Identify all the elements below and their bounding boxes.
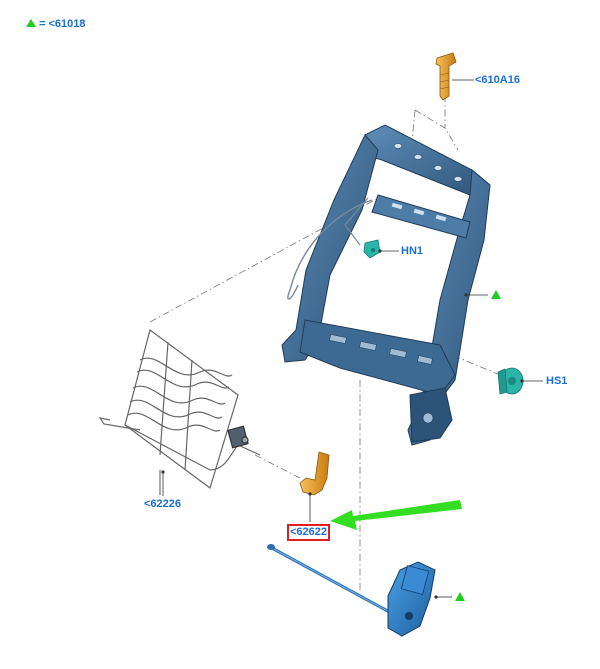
recliner-motor <box>267 544 465 637</box>
green-triangle-icon <box>26 19 36 27</box>
legend-equals: = <box>39 18 46 30</box>
leader-mat-to-bolt <box>254 454 301 479</box>
clip-hs1-icon <box>497 367 543 395</box>
seat-back-frame <box>281 124 491 446</box>
leader-bolt-top-b <box>411 109 416 143</box>
clip-hn1-icon <box>363 239 399 259</box>
frame-marker <box>464 290 501 299</box>
legend: = <61018 <box>26 18 86 31</box>
callout-62226[interactable]: <62226 <box>144 498 182 510</box>
callout-hn1[interactable]: HN1 <box>401 245 424 257</box>
callout-hs1[interactable]: HS1 <box>546 375 568 387</box>
bolt-62622-icon <box>299 451 330 522</box>
suspension-mat <box>98 328 261 495</box>
callout-610a16[interactable]: <610A16 <box>475 74 520 86</box>
legend-ref[interactable]: <61018 <box>48 18 86 30</box>
mat-leader <box>161 470 165 496</box>
bolt-610a16-icon <box>435 52 474 101</box>
highlight-arrow-icon <box>330 500 462 530</box>
green-triangle-icon <box>491 290 501 299</box>
green-triangle-icon <box>455 592 465 601</box>
callout-62622[interactable]: <62622 <box>287 524 331 541</box>
